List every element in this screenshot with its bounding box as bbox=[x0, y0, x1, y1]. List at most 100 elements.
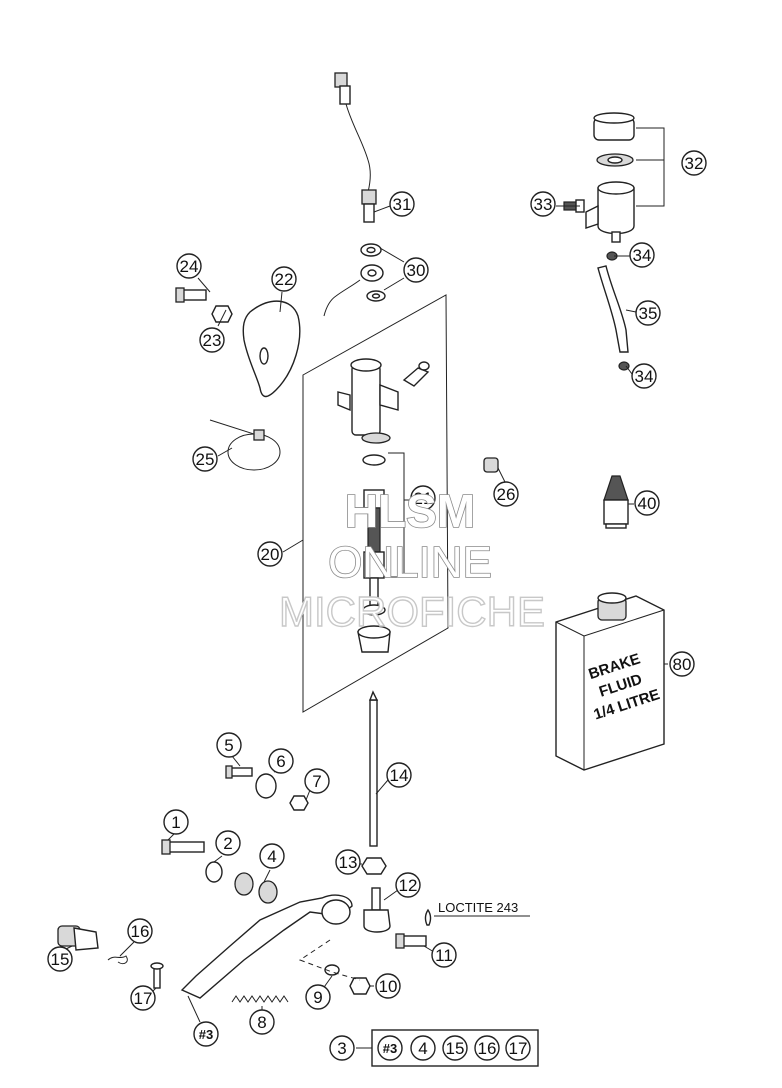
part-label-7: 7 bbox=[304, 768, 330, 794]
part-label-14-text: 14 bbox=[390, 766, 409, 785]
part-label-2-text: 2 bbox=[223, 834, 232, 853]
part-label-33-text: 33 bbox=[534, 195, 553, 214]
loctite-drop-icon bbox=[424, 908, 432, 926]
foot-peg bbox=[57, 925, 99, 951]
part-label-hash3-pedal: #3 bbox=[193, 1021, 219, 1047]
part-label-15: 15 bbox=[47, 946, 73, 972]
brake-pedal bbox=[180, 894, 353, 999]
shield-nut bbox=[211, 305, 233, 323]
kit-item-17: 17 bbox=[509, 1039, 528, 1058]
part-label-6-text: 6 bbox=[276, 752, 285, 771]
pedal-pivot-bolt bbox=[161, 839, 205, 855]
pedal-dashed-guide bbox=[298, 939, 361, 981]
pedal-stop-screw bbox=[225, 765, 253, 779]
part-label-32-text: 32 bbox=[685, 154, 704, 173]
brake-pedal-hub bbox=[321, 899, 351, 925]
watermark-line1: HLSM bbox=[345, 485, 475, 537]
kit-item-15: 15 bbox=[446, 1039, 465, 1058]
part-label-13: 13 bbox=[335, 849, 361, 875]
clevis-fork bbox=[363, 887, 391, 933]
master-cylinder-internals bbox=[357, 452, 405, 653]
part-label-34-top-text: 34 bbox=[633, 246, 652, 265]
master-cylinder-body bbox=[337, 358, 430, 444]
part-label-34-bottom-text: 34 bbox=[635, 367, 654, 386]
part-label-17-text: 17 bbox=[134, 989, 153, 1008]
part-label-22: 22 bbox=[271, 266, 297, 292]
kit-contents-box: #3 4 15 16 17 bbox=[371, 1029, 539, 1067]
part-label-31-text: 31 bbox=[393, 195, 412, 214]
part-label-1: 1 bbox=[163, 809, 189, 835]
peg-pin bbox=[150, 962, 164, 989]
part-label-25: 25 bbox=[192, 446, 218, 472]
part-label-33: 33 bbox=[530, 191, 556, 217]
part-label-11: 11 bbox=[431, 942, 457, 968]
part-label-16: 16 bbox=[127, 918, 153, 944]
brake-fluid-reservoir bbox=[585, 112, 635, 243]
part-label-15-text: 15 bbox=[51, 950, 70, 969]
part-label-34-top: 34 bbox=[629, 242, 655, 268]
pedal-bearing-a bbox=[234, 872, 254, 896]
part-label-8-text: 8 bbox=[257, 1013, 266, 1032]
part-label-40-text: 40 bbox=[638, 494, 657, 513]
pedal-spacer bbox=[255, 773, 277, 799]
master-cylinder-assembly-outline bbox=[302, 294, 449, 713]
part-label-20: 20 bbox=[257, 541, 283, 567]
pedal-nut bbox=[349, 977, 371, 995]
part-label-24-text: 24 bbox=[180, 257, 199, 276]
loctite-note: LOCTITE 243 bbox=[438, 900, 518, 915]
part-label-80-text: 80 bbox=[673, 655, 692, 674]
part-label-26: 26 bbox=[493, 481, 519, 507]
part-label-10: 10 bbox=[375, 973, 401, 999]
part-label-4-text: 4 bbox=[267, 847, 276, 866]
peg-spring bbox=[107, 955, 128, 965]
part-label-30-text: 30 bbox=[407, 261, 426, 280]
heat-shield bbox=[242, 300, 301, 398]
kit-item-16: 16 bbox=[478, 1039, 497, 1058]
push-rod bbox=[368, 690, 379, 847]
part-label-30: 30 bbox=[403, 257, 429, 283]
part-label-20-text: 20 bbox=[261, 545, 280, 564]
part-label-6: 6 bbox=[268, 748, 294, 774]
grommet bbox=[483, 457, 499, 473]
part-label-24: 24 bbox=[176, 253, 202, 279]
part-label-9: 9 bbox=[305, 984, 331, 1010]
pedal-washer bbox=[205, 861, 223, 883]
part-label-12: 12 bbox=[395, 872, 421, 898]
part-label-12-text: 12 bbox=[399, 876, 418, 895]
part-label-80: 80 bbox=[669, 651, 695, 677]
part-label-17: 17 bbox=[130, 985, 156, 1011]
part-label-10-text: 10 bbox=[379, 977, 398, 996]
reservoir-group-bracket bbox=[636, 127, 665, 207]
part-label-2: 2 bbox=[215, 830, 241, 856]
part-label-5-text: 5 bbox=[224, 736, 233, 755]
pedal-stop-nut bbox=[289, 795, 309, 811]
loctite-bottle bbox=[603, 475, 629, 529]
part-label-22-text: 22 bbox=[275, 270, 294, 289]
part-label-23: 23 bbox=[199, 327, 225, 353]
part-label-21-text: 21 bbox=[414, 489, 433, 508]
part-label-3-text: 3 bbox=[337, 1039, 346, 1058]
heat-shield-slot bbox=[259, 347, 269, 365]
lock-nut bbox=[361, 857, 387, 875]
part-label-7-text: 7 bbox=[312, 772, 321, 791]
cable-tie bbox=[209, 419, 281, 471]
part-label-4: 4 bbox=[259, 843, 285, 869]
reservoir-hose bbox=[597, 251, 630, 371]
part-label-16-text: 16 bbox=[131, 922, 150, 941]
part-label-32: 32 bbox=[681, 150, 707, 176]
part-label-31: 31 bbox=[389, 191, 415, 217]
part-label-hash3-pedal-text: #3 bbox=[199, 1027, 213, 1042]
part-label-3: 3 bbox=[329, 1035, 355, 1061]
part-label-25-text: 25 bbox=[196, 450, 215, 469]
brake-fluid-can bbox=[555, 592, 665, 771]
part-label-1-text: 1 bbox=[171, 813, 180, 832]
part-label-14: 14 bbox=[386, 762, 412, 788]
return-spring bbox=[231, 995, 289, 1003]
part-label-34-bottom: 34 bbox=[631, 363, 657, 389]
part-label-40: 40 bbox=[634, 490, 660, 516]
part-label-35: 35 bbox=[635, 300, 661, 326]
part-label-35-text: 35 bbox=[639, 304, 658, 323]
part-label-8: 8 bbox=[249, 1009, 275, 1035]
part-label-9-text: 9 bbox=[313, 988, 322, 1007]
part-label-21: 21 bbox=[410, 485, 436, 511]
